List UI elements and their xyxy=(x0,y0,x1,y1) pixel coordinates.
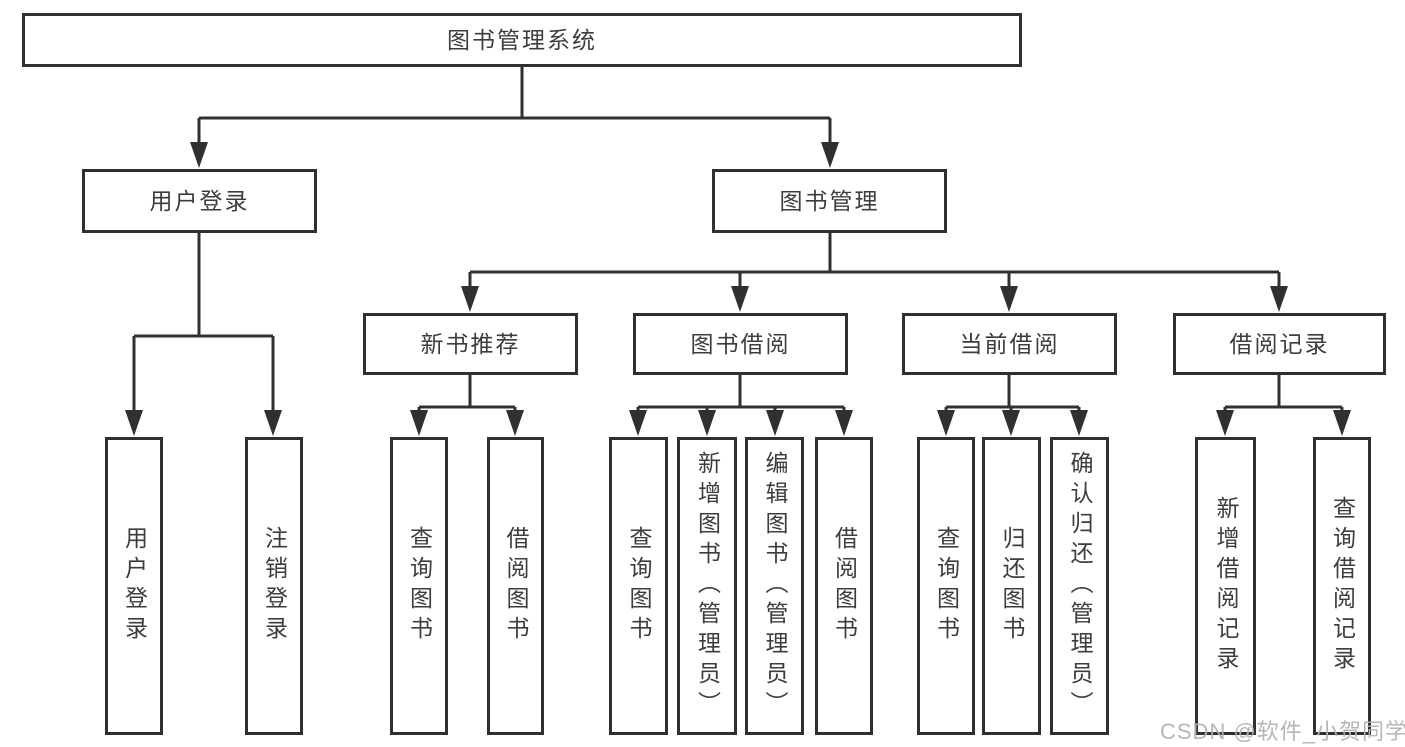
leaf-return-books: 归还图书 xyxy=(982,437,1041,735)
node-current-borrow: 当前借阅 xyxy=(902,313,1117,375)
leaf-query-books-recommend-label: 查询图书 xyxy=(406,526,433,646)
leaf-query-books-current: 查询图书 xyxy=(917,437,975,735)
node-book-management: 图书管理 xyxy=(712,169,947,233)
leaf-return-books-label: 归还图书 xyxy=(999,526,1025,646)
leaf-borrow-books-label: 借阅图书 xyxy=(831,526,858,646)
leaf-add-books-admin: 新增图书（管理员） xyxy=(677,437,737,735)
leaf-add-books-admin-label: 新增图书（管理员） xyxy=(694,451,721,721)
leaf-user-login-label: 用户登录 xyxy=(121,526,148,646)
csdn-watermark: CSDN @软件_小贺同学 xyxy=(1160,719,1405,744)
leaf-logout-label: 注销登录 xyxy=(261,526,288,646)
node-user-login: 用户登录 xyxy=(82,169,317,233)
leaf-query-books-current-label: 查询图书 xyxy=(933,526,960,646)
leaf-borrow-books: 借阅图书 xyxy=(815,437,873,735)
leaf-add-borrow-record: 新增借阅记录 xyxy=(1195,437,1256,735)
leaf-add-borrow-record-label: 新增借阅记录 xyxy=(1213,496,1239,676)
leaf-query-borrow-record-label: 查询借阅记录 xyxy=(1329,496,1356,676)
node-new-book-recommend: 新书推荐 xyxy=(363,313,578,375)
leaf-borrow-books-recommend: 借阅图书 xyxy=(487,437,544,735)
node-borrow-record: 借阅记录 xyxy=(1173,313,1386,375)
leaf-borrow-books-recommend-label: 借阅图书 xyxy=(503,526,529,646)
leaf-logout: 注销登录 xyxy=(245,437,303,735)
leaf-query-books-borrow: 查询图书 xyxy=(609,437,668,735)
leaf-user-login: 用户登录 xyxy=(105,437,163,735)
leaf-edit-books-admin-label: 编辑图书（管理员） xyxy=(762,451,788,721)
leaf-query-books-borrow-label: 查询图书 xyxy=(626,526,652,646)
arrowheads xyxy=(125,142,1351,436)
leaf-confirm-return-admin: 确认归还（管理员） xyxy=(1050,437,1109,735)
leaf-query-borrow-record: 查询借阅记录 xyxy=(1313,437,1371,735)
node-library-management-system: 图书管理系统 xyxy=(22,13,1022,67)
leaf-edit-books-admin: 编辑图书（管理员） xyxy=(745,437,804,735)
leaf-query-books-recommend: 查询图书 xyxy=(390,437,448,735)
node-book-borrow: 图书借阅 xyxy=(633,313,848,375)
leaf-confirm-return-admin-label: 确认归还（管理员） xyxy=(1067,451,1093,721)
